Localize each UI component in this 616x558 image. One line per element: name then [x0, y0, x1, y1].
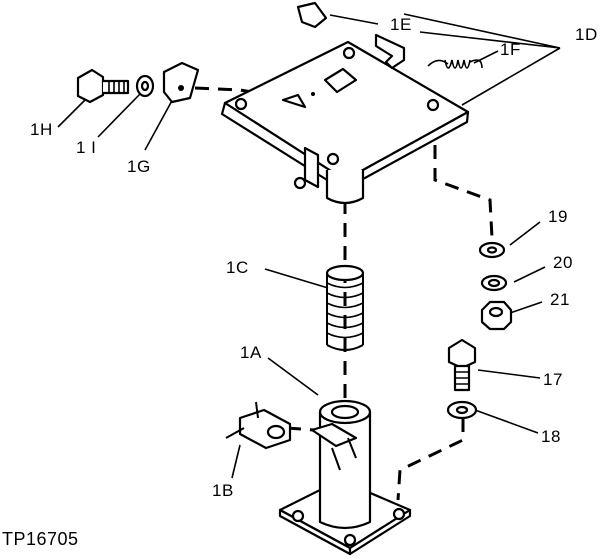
callout-labels: 1E 1D 1F 1H 1 I 1G 19 1C 20 21 1A 17 18 …: [2, 15, 598, 549]
coil-spring: [325, 264, 365, 351]
bolt-1H: [76, 68, 130, 104]
leader-1D: [403, 13, 561, 106]
leader-lines: [57, 13, 561, 479]
leader-19: [509, 221, 541, 246]
washer-1I: [135, 74, 155, 98]
washer-19: [478, 241, 506, 259]
assembly-line-pin: [286, 426, 315, 432]
nut-21: [480, 300, 513, 331]
leader-1A: [267, 357, 319, 396]
label-1A: 1A: [240, 343, 262, 362]
spring-clip: [427, 59, 483, 69]
washer-18: [446, 400, 478, 420]
leader-1C: [264, 268, 329, 289]
leader-18: [474, 409, 539, 434]
leader-17: [477, 369, 541, 379]
leader-1B: [231, 444, 241, 479]
label-1H: 1H: [30, 120, 53, 139]
label-20: 20: [553, 253, 573, 272]
label-1B: 1B: [212, 481, 234, 500]
assembly-lines: [194, 86, 494, 501]
label-19: 19: [548, 207, 568, 226]
leader-20: [513, 266, 546, 283]
pin-1B: [225, 401, 292, 450]
label-21: 21: [550, 290, 570, 309]
leader-1I: [97, 93, 141, 138]
figure-code: TP16705: [2, 529, 79, 549]
leader-1E: [329, 14, 379, 25]
label-1G: 1G: [127, 157, 151, 176]
label-1I: 1 I: [76, 138, 96, 157]
leader-1H: [57, 96, 89, 128]
label-1C: 1C: [226, 258, 249, 277]
pivot-bracket: [162, 61, 200, 104]
label-1D: 1D: [575, 25, 598, 44]
leader-1F: [473, 50, 499, 64]
assembly-line-bolt: [396, 418, 465, 501]
label-17: 17: [543, 370, 563, 389]
bolt-17: [447, 338, 477, 392]
assembly-line-hardware: [433, 145, 494, 239]
label-1E: 1E: [390, 15, 412, 34]
label-1F: 1F: [500, 40, 521, 59]
handle-knob: [296, 1, 406, 70]
seat-plate: [220, 40, 470, 205]
leader-21: [509, 301, 543, 314]
base-post: [278, 399, 412, 556]
label-18: 18: [541, 427, 561, 446]
lock-washer-20: [480, 274, 508, 292]
